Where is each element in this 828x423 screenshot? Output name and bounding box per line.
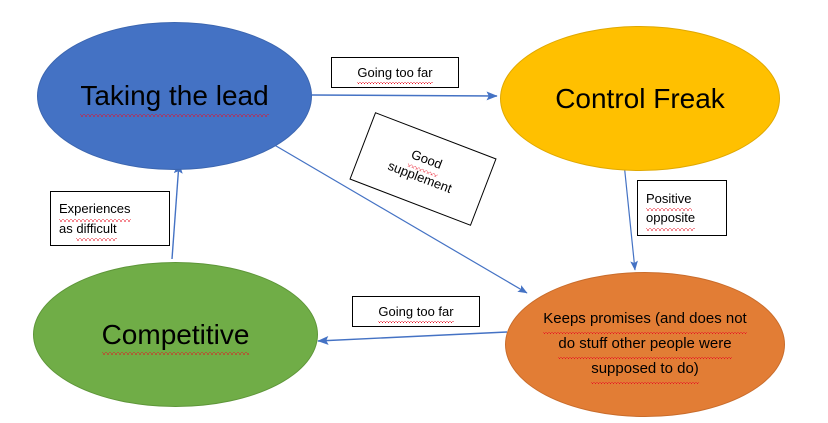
- edge-label-going-too-far-top[interactable]: Going too far: [331, 57, 459, 88]
- spellcheck-underline: Going too far: [357, 63, 433, 84]
- node-taking-the-lead-label: Taking the lead: [72, 78, 276, 117]
- spellcheck-underline: supposed to do): [591, 357, 699, 384]
- edge-label-text: Going too far: [332, 63, 458, 84]
- spellcheck-underline: Positive: [646, 189, 692, 211]
- spellcheck-underline: difficult: [76, 219, 117, 241]
- edge-label-positive-opposite[interactable]: Positive opposite: [637, 180, 727, 236]
- edge-label-experiences-as-difficult[interactable]: Experiences as difficult: [50, 191, 170, 246]
- spellcheck-underline: Taking the lead: [80, 78, 270, 117]
- spellcheck-underline: Going too far: [378, 302, 454, 323]
- spellcheck-underline: opposite: [646, 208, 696, 230]
- node-control-freak[interactable]: Control Freak: [500, 26, 780, 171]
- node-competitive-label: Competitive: [94, 317, 258, 356]
- spellcheck-underline: Keeps promises (and does not: [543, 307, 748, 334]
- node-taking-the-lead[interactable]: Taking the lead: [37, 22, 312, 170]
- spellcheck-underline: Competitive: [101, 317, 249, 356]
- spellcheck-underline: do stuff other people were: [558, 332, 732, 359]
- spellcheck-underline: Experiences: [59, 199, 131, 221]
- connector-competitive-to-taking-the-lead: [171, 162, 183, 260]
- connector-control-freak-to-keeps-promises: [623, 162, 638, 271]
- edge-label-text: Experiences as difficult: [51, 199, 169, 241]
- connector-taking-the-lead-to-control-freak: [311, 91, 498, 101]
- node-keeps-promises-label: Keeps promises (and does not do stuff ot…: [535, 307, 754, 384]
- connector-taking-the-lead-to-keeps-promises: [270, 142, 528, 294]
- edge-label-text: Going too far: [353, 302, 479, 323]
- node-keeps-promises[interactable]: Keeps promises (and does not do stuff ot…: [505, 272, 785, 417]
- edge-label-going-too-far-bottom[interactable]: Going too far: [352, 296, 480, 327]
- node-competitive[interactable]: Competitive: [33, 262, 318, 407]
- connector-keeps-promises-to-competitive: [317, 331, 508, 345]
- node-control-freak-label: Control Freak: [555, 82, 725, 114]
- edge-label-text: Positive opposite: [638, 189, 726, 230]
